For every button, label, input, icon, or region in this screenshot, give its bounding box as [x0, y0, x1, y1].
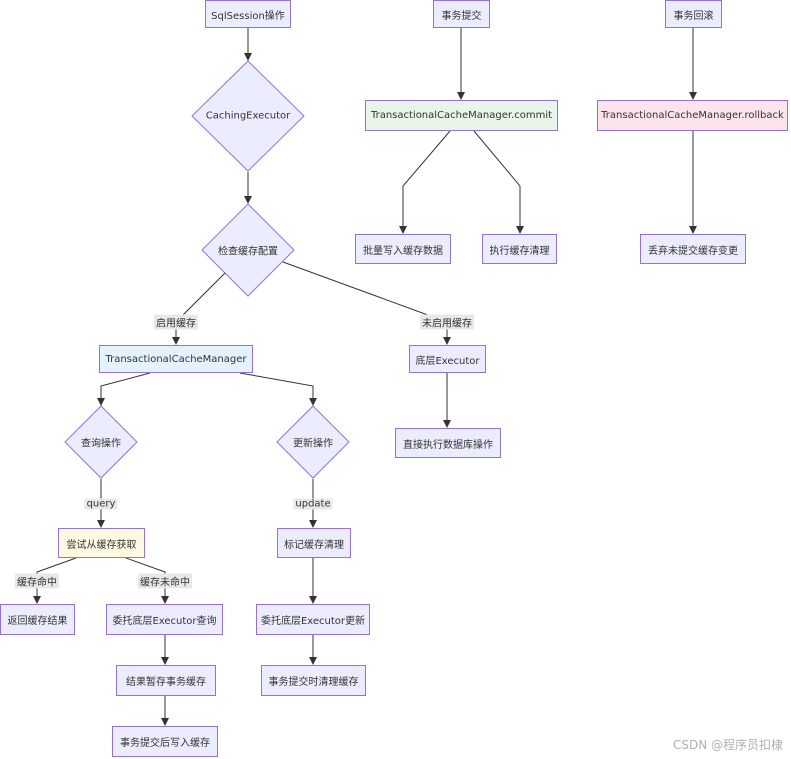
- label-query-op: 查询操作: [81, 438, 121, 450]
- node-exec-clear: 执行缓存清理: [482, 234, 557, 264]
- node-stash-result: 结果暂存事务缓存: [116, 665, 216, 696]
- edge-label-query: query: [84, 498, 118, 510]
- label-check-cache-config: 检查缓存配置: [218, 246, 278, 258]
- node-delegate-query: 委托底层Executor查询: [106, 604, 223, 635]
- node-tx-rollback: 事务回滚: [665, 0, 722, 28]
- node-tcm-commit: TransactionalCacheManager.commit: [365, 100, 558, 131]
- update-op-diamond: [276, 405, 350, 479]
- node-mark-clear: 标记缓存清理: [277, 528, 351, 558]
- node-delegate-update: 委托底层Executor更新: [256, 604, 370, 635]
- node-tx-commit: 事务提交: [433, 0, 490, 28]
- node-tcm: TransactionalCacheManager: [99, 345, 253, 373]
- label-update-op: 更新操作: [293, 438, 333, 450]
- query-op-diamond: [64, 405, 138, 479]
- node-discard-changes: 丢弃未提交缓存变更: [640, 234, 746, 264]
- caching-executor-diamond: [191, 60, 305, 172]
- edge-label-cache-miss: 缓存未命中: [138, 573, 192, 589]
- edge-label-cache-enabled: 启用缓存: [154, 314, 198, 330]
- node-clear-on-commit: 事务提交时清理缓存: [261, 665, 366, 696]
- edge-label-cache-hit: 缓存命中: [15, 573, 59, 589]
- node-sqlsession: SqlSession操作: [205, 0, 291, 28]
- edge-lines: [33, 28, 697, 726]
- node-direct-db: 直接执行数据库操作: [395, 428, 501, 458]
- watermark: CSDN @程序员扣棣: [672, 738, 783, 752]
- node-base-executor: 底层Executor: [409, 345, 486, 373]
- edge-label-cache-disabled: 未启用缓存: [420, 314, 474, 330]
- node-return-result: 返回缓存结果: [0, 604, 75, 635]
- node-batch-write: 批量写入缓存数据: [355, 234, 451, 264]
- node-tcm-rollback: TransactionalCacheManager.rollback: [597, 100, 788, 131]
- node-try-cache: 尝试从缓存获取: [58, 528, 145, 558]
- label-caching-executor: CachingExecutor: [205, 110, 291, 122]
- node-write-cache: 事务提交后写入缓存: [112, 726, 218, 757]
- edge-label-update: update: [293, 498, 333, 510]
